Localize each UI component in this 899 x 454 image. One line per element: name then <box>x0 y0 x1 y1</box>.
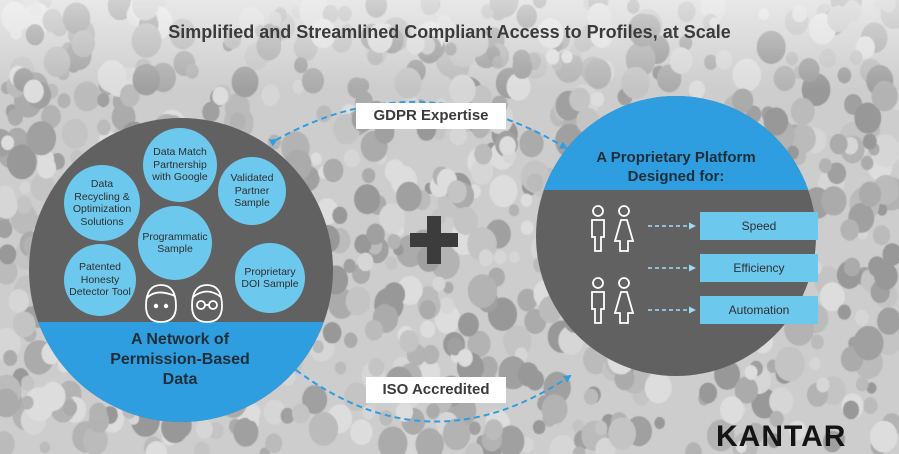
network-title: A Network of Permission-Based Data <box>30 330 330 390</box>
platform-title-line: Designed for: <box>627 168 725 185</box>
people-icons <box>591 205 635 324</box>
platform-title-line: A Proprietary Platform <box>596 149 756 166</box>
gdpr-expertise-label: GDPR Expertise <box>356 103 506 129</box>
iso-accredited-label: ISO Accredited <box>366 377 506 403</box>
network-title-line: Data <box>162 371 198 388</box>
bubble-honesty-detector: Patented Honesty Detector Tool <box>64 244 136 316</box>
person-icon <box>613 205 635 252</box>
bubble-programmatic: Programmatic Sample <box>138 206 212 280</box>
pill-automation: Automation <box>700 296 818 324</box>
kantar-logo: KANTAR <box>716 420 847 453</box>
page-title: Simplified and Streamlined Compliant Acc… <box>168 22 731 42</box>
bubble-proprietary-doi: Proprietary DOI Sample <box>235 243 305 313</box>
person-icon <box>591 205 605 252</box>
pill-efficiency: Efficiency <box>700 254 818 282</box>
face-with-glasses-icon <box>191 284 223 323</box>
bubble-data-recycling: Data Recycling & Optimization Solutions <box>64 165 140 241</box>
network-title-line: Permission-Based <box>110 351 250 368</box>
person-icon <box>613 277 635 324</box>
platform-title: A Proprietary Platform Designed for: <box>536 148 816 186</box>
person-icon <box>591 277 605 324</box>
pill-speed: Speed <box>700 212 818 240</box>
face-icon <box>145 284 177 323</box>
bubble-validated-partner: Validated Partner Sample <box>218 157 286 225</box>
network-title-line: A Network of <box>130 331 230 348</box>
top-connector-arc <box>268 101 568 150</box>
bottom-connector-arc <box>288 363 572 423</box>
plus-icon <box>410 216 458 264</box>
bubble-data-match: Data Match Partnership with Google <box>143 128 217 202</box>
